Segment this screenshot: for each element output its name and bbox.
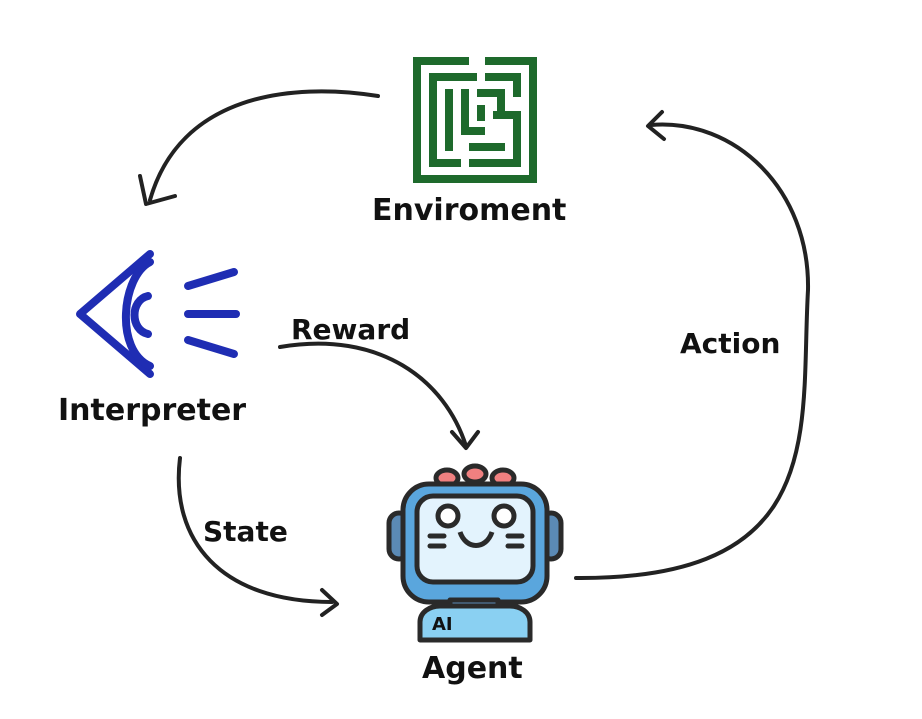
maze-icon [413, 57, 537, 183]
arrow-action [574, 110, 811, 581]
agent-label: Agent [422, 651, 523, 686]
agent-badge: AI [432, 614, 453, 635]
environment-label: Enviroment [372, 193, 567, 228]
arrow-reward [278, 341, 480, 450]
robot-icon [386, 463, 564, 643]
arrow-state [176, 456, 339, 617]
action-label: Action [680, 327, 781, 360]
state-label: State [203, 515, 288, 548]
eye-icon [76, 250, 240, 378]
interpreter-label: Interpreter [58, 393, 247, 428]
arrow-environment-to-interpreter [138, 89, 380, 206]
reward-label: Reward [291, 313, 411, 346]
